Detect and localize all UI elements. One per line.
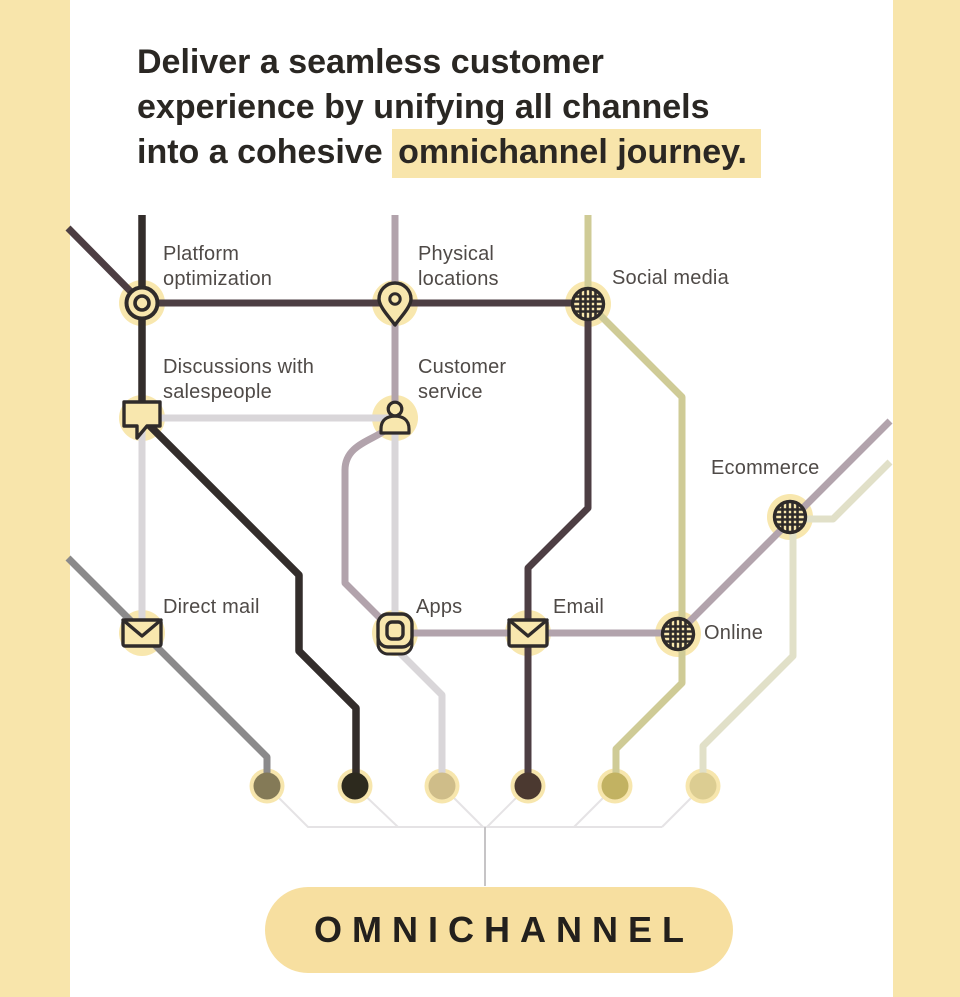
headline-line2: experience by unifying all channels bbox=[137, 88, 710, 126]
headline-line3-prefix: into a cohesive bbox=[137, 133, 393, 171]
terminal-connectors bbox=[266, 785, 704, 886]
terminal-dot-email bbox=[514, 772, 542, 800]
terminal-dot-discussions bbox=[341, 772, 369, 800]
headline: Deliver a seamless customer experience b… bbox=[137, 40, 877, 178]
map-pin-icon bbox=[377, 281, 413, 327]
route-lines bbox=[65, 215, 893, 786]
connector-bus bbox=[266, 785, 704, 828]
person-icon bbox=[379, 400, 411, 435]
apps-icon bbox=[376, 612, 414, 656]
gray-route bbox=[65, 555, 271, 786]
terminal-dot-ecommerce bbox=[689, 772, 717, 800]
omnichannel-pill: OMNICHANNEL bbox=[265, 887, 733, 973]
speech-bubble-icon bbox=[122, 400, 162, 440]
label-platform-optimization: Platform optimization bbox=[163, 243, 273, 290]
label-apps: Apps bbox=[416, 596, 463, 618]
envelope-icon bbox=[121, 618, 163, 648]
left-accent-band bbox=[0, 0, 70, 997]
label-discussions: Discussions with salespeople bbox=[163, 356, 315, 403]
pale-olive-route bbox=[699, 459, 893, 786]
label-email: Email bbox=[553, 596, 605, 618]
headline-line1: Deliver a seamless customer bbox=[137, 43, 604, 81]
label-online: Online bbox=[704, 622, 764, 644]
terminal-dot-directmail bbox=[253, 772, 281, 800]
black-route bbox=[138, 215, 360, 786]
globe-icon bbox=[660, 616, 696, 652]
envelope-icon bbox=[507, 618, 549, 648]
right-accent-band bbox=[893, 0, 960, 997]
terminal-dot-rings bbox=[249, 768, 721, 804]
label-social-media: Social media bbox=[612, 267, 729, 289]
target-icon bbox=[124, 285, 160, 321]
terminal-dot-apps bbox=[428, 772, 456, 800]
terminal-dot-online bbox=[601, 772, 629, 800]
light-gray-route bbox=[138, 414, 446, 786]
label-ecommerce: Ecommerce bbox=[711, 457, 820, 479]
station-icons bbox=[121, 281, 808, 656]
dark-brown-route bbox=[65, 225, 592, 786]
label-customer-service: Customer service bbox=[418, 356, 507, 403]
headline-highlight: omnichannel journey. bbox=[392, 129, 761, 178]
globe-icon bbox=[570, 286, 606, 322]
globe-icon bbox=[772, 499, 808, 535]
terminal-dots bbox=[253, 772, 717, 800]
label-physical-locations: Physical locations bbox=[418, 243, 499, 290]
omnichannel-pill-label: OMNICHANNEL bbox=[314, 909, 694, 950]
label-direct-mail: Direct mail bbox=[163, 596, 260, 618]
